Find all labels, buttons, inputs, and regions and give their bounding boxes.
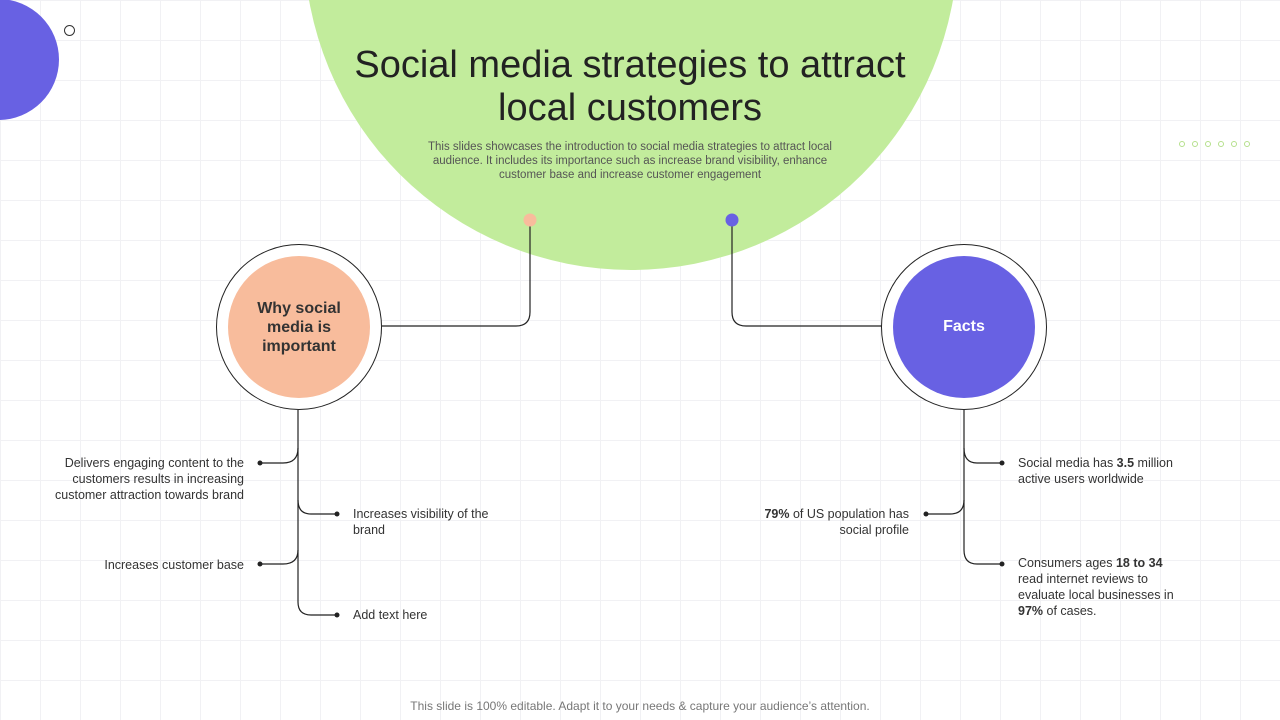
bullet — [334, 612, 340, 618]
connector-right-top — [731, 221, 882, 327]
left-branch-2 — [297, 499, 337, 515]
why-social-media-node: Why social media is important — [228, 256, 370, 398]
fact-active-users: Social media has 3.5 million active user… — [1018, 456, 1173, 486]
bullet — [923, 511, 929, 517]
facts-node: Facts — [893, 256, 1035, 398]
footer-note: This slide is 100% editable. Adapt it to… — [410, 699, 870, 713]
left-item-engaging-content: Delivers engaging content to the custome… — [55, 456, 244, 502]
dot — [1231, 141, 1237, 147]
decorative-dots — [1179, 141, 1250, 147]
fact-us-population: 79% of US population has social profile — [764, 507, 909, 537]
bullet — [257, 561, 263, 567]
left-item-visibility: Increases visibility of the brand — [353, 507, 489, 537]
fact-consumer-reviews: Consumers ages 18 to 34 read internet re… — [1018, 556, 1174, 618]
bullet — [999, 460, 1005, 466]
left-trunk — [297, 410, 337, 616]
peach-connector-dot — [523, 213, 537, 227]
connector-left-top — [382, 221, 531, 327]
blue-connector-dot — [725, 213, 739, 227]
left-branch-1 — [260, 447, 299, 464]
dot — [1192, 141, 1198, 147]
dot — [1179, 141, 1185, 147]
left-branch-3 — [260, 549, 299, 565]
dot — [1244, 141, 1250, 147]
dot — [1205, 141, 1211, 147]
bullet — [999, 561, 1005, 567]
slide-subtitle: This slides showcases the introduction t… — [428, 141, 832, 181]
right-trunk — [963, 410, 1002, 565]
right-branch-2 — [926, 499, 965, 515]
dot — [1218, 141, 1224, 147]
bullet — [334, 511, 340, 517]
decorative-ring — [64, 25, 75, 36]
left-item-add-text: Add text here — [353, 608, 428, 622]
left-item-customer-base: Increases customer base — [104, 558, 244, 572]
slide-title: Social media strategies to attract local… — [354, 44, 906, 129]
bullet — [257, 460, 263, 466]
right-branch-1 — [963, 447, 1002, 464]
